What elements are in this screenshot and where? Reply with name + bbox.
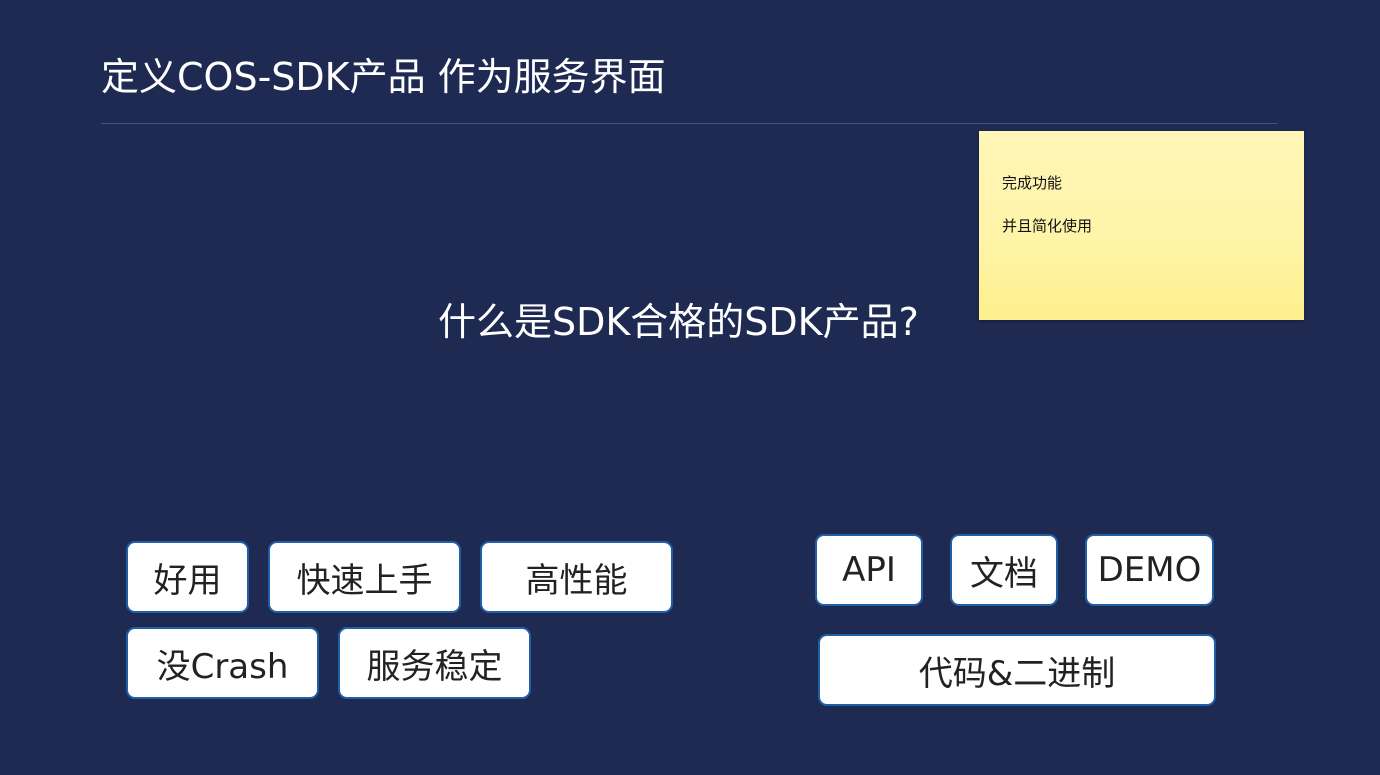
tag-quick-start[interactable]: 快速上手: [268, 541, 461, 613]
tag-code-and-binary[interactable]: 代码&二进制: [818, 634, 1216, 706]
note-line: 并且简化使用: [1002, 217, 1093, 235]
note-line: 完成功能: [1002, 174, 1063, 192]
slide-title: 定义COS-SDK产品 作为服务界面: [101, 55, 666, 99]
tag-no-crash[interactable]: 没Crash: [126, 627, 319, 699]
central-question: 什么是SDK合格的SDK产品?: [438, 300, 919, 344]
tag-api[interactable]: API: [815, 534, 923, 606]
tag-demo[interactable]: DEMO: [1085, 534, 1214, 606]
tag-stable-service[interactable]: 服务稳定: [338, 627, 531, 699]
tag-high-performance[interactable]: 高性能: [480, 541, 673, 613]
tag-easy-to-use[interactable]: 好用: [126, 541, 249, 613]
tag-docs[interactable]: 文档: [950, 534, 1058, 606]
title-divider: [101, 123, 1278, 124]
sticky-note[interactable]: 完成功能 并且简化使用: [979, 131, 1304, 320]
